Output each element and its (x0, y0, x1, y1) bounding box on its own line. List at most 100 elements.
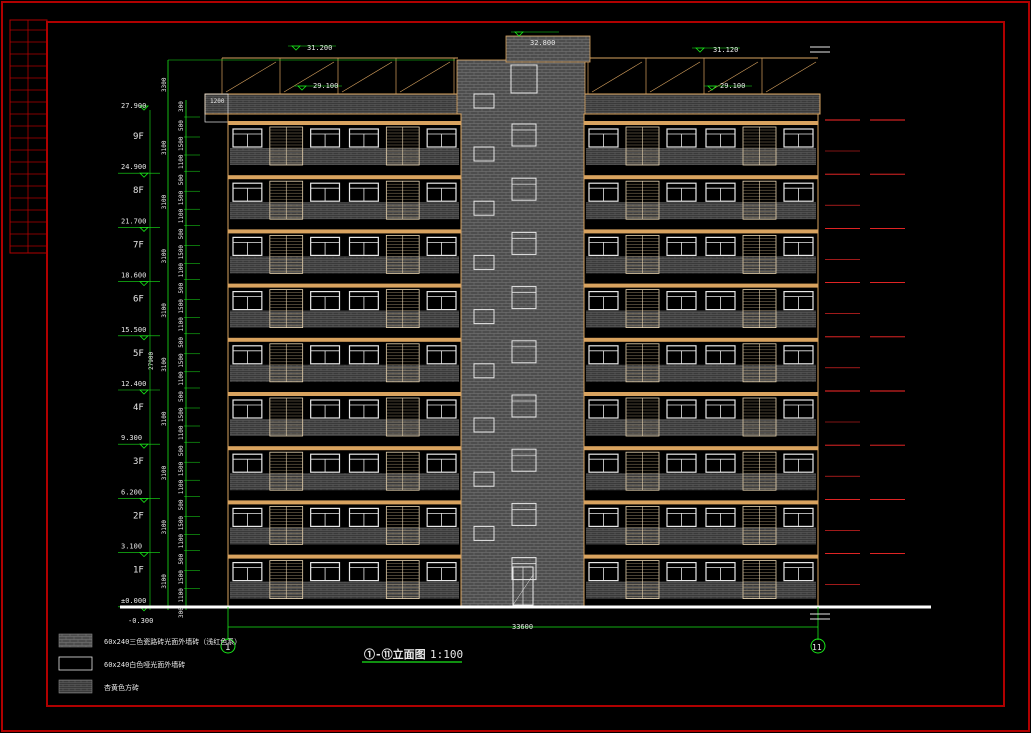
level-left-roof: 29.100 (313, 82, 338, 90)
floor-elevation: 15.500 (121, 326, 146, 334)
level-marker (139, 498, 149, 503)
roof-band-right (583, 93, 821, 115)
stair-small-window (473, 363, 495, 379)
floor-label-2F: 2F (133, 511, 144, 521)
story-height-dim: 3100 (161, 465, 168, 480)
floor-label-6F: 6F (133, 295, 144, 305)
floor-elevation: 6.200 (121, 488, 142, 496)
truss-left-brace (399, 61, 451, 93)
sill-tile-right (586, 202, 816, 220)
ground-dim: 300 (178, 607, 185, 618)
story-height-dim: 3100 (161, 357, 168, 372)
story-height-dim: 3100 (161, 411, 168, 426)
stair-window (511, 502, 537, 526)
level-marker (139, 443, 149, 449)
total-height-dim: 27900 (148, 352, 155, 370)
side-title-strip (9, 19, 48, 254)
truss-left-brace (225, 61, 277, 93)
entry-door-swing (512, 574, 534, 606)
floor-band-right (584, 175, 818, 180)
sill-tile-left (230, 256, 459, 274)
sill-tile-right (586, 419, 816, 436)
detail-height-dim: 1500 (178, 190, 185, 205)
drawing-scale: 1:100 (430, 648, 463, 661)
stair-roof-window (473, 93, 495, 109)
stair-small-window (473, 200, 495, 216)
floor-band-right (584, 283, 818, 288)
legend-swatch-white (58, 656, 93, 671)
sill-tile-right (586, 310, 816, 328)
floor-elevation: 12.400 (121, 380, 146, 388)
stair-small-window (473, 471, 495, 487)
detail-height-dim: 500 (178, 499, 185, 510)
story-height-dim: 3100 (161, 140, 168, 155)
truss-right-brace (707, 61, 759, 93)
sill-tile-right (586, 581, 816, 599)
sill-tile-right (586, 364, 816, 382)
stair-window (511, 394, 537, 418)
floor-band-right (584, 500, 818, 505)
detail-height-dim: 500 (178, 174, 185, 185)
level-stair-top: 32.800 (530, 39, 555, 47)
floor-band-left (228, 554, 461, 559)
stair-core (456, 59, 586, 608)
level-marker (139, 552, 149, 558)
building-facade (204, 35, 821, 608)
detail-height-dim: 1500 (178, 245, 185, 260)
stair-small-window (473, 309, 495, 325)
detail-height-dim: 500 (178, 445, 185, 456)
level-right-parapet: 31.120 (713, 46, 738, 54)
level-marker (139, 281, 149, 287)
stair-roof-box (505, 35, 591, 63)
detail-height-dim: 1500 (178, 299, 185, 314)
floor-band-right (584, 121, 818, 125)
parapet-dim: 300 (178, 101, 185, 112)
inner-border (46, 21, 1005, 707)
sill-tile-left (230, 148, 459, 165)
floor-elevation: 21.700 (121, 217, 146, 225)
floor-elevation: 9.300 (121, 434, 142, 442)
detail-height-dim: 1100 (178, 534, 185, 549)
sill-tile-right (586, 256, 816, 274)
grid-bubble-left (220, 638, 236, 654)
detail-height-dim: 1100 (178, 154, 185, 169)
sill-tile-left (230, 310, 459, 328)
stair-window (511, 231, 537, 255)
truss-right-brace (649, 61, 701, 93)
floor-elevation: ±0.000 (121, 597, 146, 605)
stair-window (511, 448, 537, 472)
level-marker (514, 31, 524, 37)
legend-text-2: 60x240白色哑光面外墙砖 (104, 660, 185, 669)
dimension-annotations (118, 31, 752, 612)
eave-box (204, 93, 229, 123)
elev-roof-slab: 27.900 (121, 102, 146, 110)
truss-left-brace (341, 61, 393, 93)
floor-label-7F: 7F (133, 240, 144, 250)
detail-height-dim: 500 (178, 391, 185, 402)
level-marker (139, 335, 149, 341)
roof-band-left (204, 93, 462, 115)
eave-width-label: 1200 (210, 98, 225, 105)
detail-height-dim: 500 (178, 228, 185, 239)
legend-swatch-brick (58, 633, 93, 648)
level-marker (695, 47, 705, 53)
floor-band-right (584, 229, 818, 234)
floor-elevation: 18.600 (121, 272, 146, 280)
floor-label-4F: 4F (133, 403, 144, 413)
grid-bubble-right (810, 638, 826, 654)
detail-height-dim: 500 (178, 337, 185, 348)
sill-tile-left (230, 581, 459, 599)
sill-tile-left (230, 419, 459, 436)
floor-elevation: 24.900 (121, 163, 146, 171)
stair-window (511, 286, 537, 310)
floor-elevation: 3.100 (121, 543, 142, 551)
floor-label-9F: 9F (133, 132, 144, 142)
sill-tile-left (230, 202, 459, 220)
truss-left-brace (283, 61, 335, 93)
level-marker (139, 389, 149, 395)
sill-tile-left (230, 527, 459, 545)
detail-height-dim: 1500 (178, 136, 185, 151)
detail-height-dim: 500 (178, 553, 185, 564)
floor-label-3F: 3F (133, 457, 144, 467)
